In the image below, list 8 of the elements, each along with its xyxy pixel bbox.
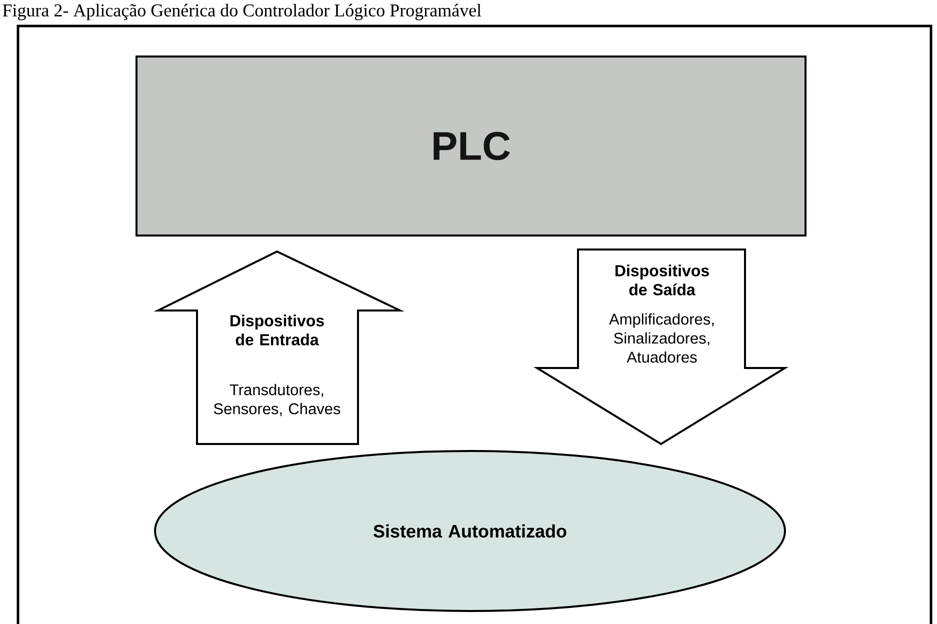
device-list: Transdutores, Sensores, Chaves <box>214 384 340 416</box>
block-arrow <box>154 250 404 445</box>
block-arrow <box>533 248 789 446</box>
device-list: Amplificadores, Sinalizadores, Atuadores <box>609 313 714 363</box>
figure-title: Figura 2- Aplicação Genérica do Controlador Lógico Programável <box>2 4 482 20</box>
arrow-heading: Dispositivos de Saída <box>616 264 709 296</box>
arrow-heading: Dispositivos de Entrada <box>230 314 324 346</box>
plc-box: PLC <box>136 56 806 236</box>
